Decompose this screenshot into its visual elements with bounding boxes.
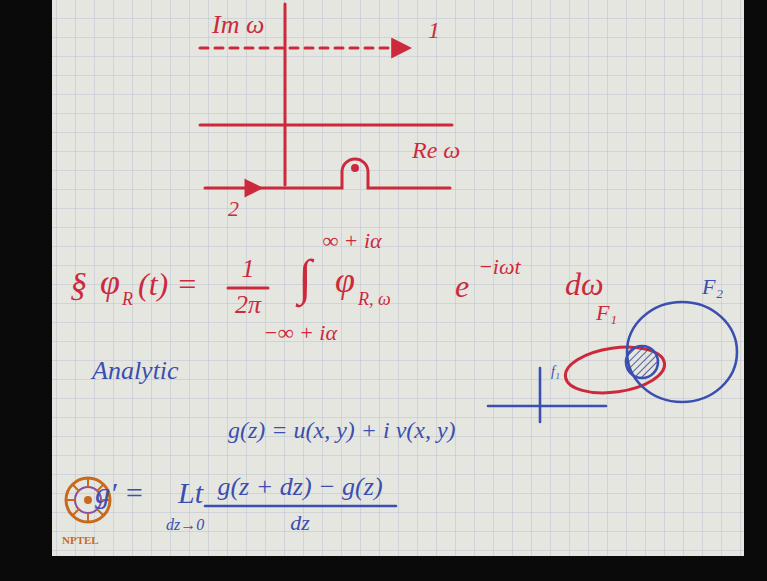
set-f2-outline xyxy=(627,302,737,402)
math-label: Re ω xyxy=(412,137,460,163)
math-label: F₁ xyxy=(596,300,617,325)
math-label: −iωt xyxy=(478,254,521,279)
math-label: dz xyxy=(290,510,310,535)
contour-two xyxy=(205,159,450,188)
math-label: e xyxy=(455,268,469,304)
label-anchor: § xyxy=(70,268,87,302)
math-label: § xyxy=(70,266,87,303)
math-label: f₁ xyxy=(551,364,560,379)
label-anchor: NPTEL xyxy=(62,530,99,548)
label-anchor: dz xyxy=(290,512,310,534)
fraction-bar xyxy=(205,505,396,508)
math-label: g′ = xyxy=(95,476,144,509)
math-label: φ xyxy=(100,262,120,302)
label-anchor: F₂ xyxy=(702,276,723,298)
math-label: Im ω xyxy=(212,10,264,39)
math-label: (t) = xyxy=(138,266,198,302)
math-label: Analytic xyxy=(92,356,179,385)
math-label: g(z + dz) − g(z) xyxy=(217,472,382,501)
math-label: 1 xyxy=(428,17,440,43)
label-anchor: g(z + dz) − g(z) xyxy=(217,474,382,500)
real-axis xyxy=(200,124,452,127)
paper xyxy=(52,0,744,556)
pole-dot xyxy=(353,166,358,171)
set-f1-outline xyxy=(562,341,667,398)
math-label: 1 xyxy=(242,254,255,283)
overlap-hatch xyxy=(626,346,658,378)
label-anchor: g′ = xyxy=(95,478,144,508)
math-label: 2 xyxy=(228,196,239,221)
math-label: ∞ + iα xyxy=(322,228,381,253)
math-label: φ xyxy=(335,260,355,300)
label-anchor: Lt xyxy=(178,478,203,508)
label-anchor: e xyxy=(455,270,469,302)
math-label: 2π xyxy=(235,290,261,319)
label-anchor: Re ω xyxy=(412,138,460,162)
contour-one xyxy=(200,47,408,50)
label-anchor: f₁ xyxy=(551,362,560,380)
label-anchor: R xyxy=(122,290,133,309)
label-anchor: Im ω xyxy=(212,12,264,38)
label-anchor: 1 xyxy=(428,18,440,42)
label-anchor: ∞ + iα xyxy=(322,230,381,252)
math-label: Lt xyxy=(178,476,203,509)
math-label: g(z) = u(x, y) + i v(x, y) xyxy=(228,417,456,443)
math-label: R xyxy=(122,289,133,309)
plane-vertical-axis xyxy=(539,368,542,422)
math-label: R, ω xyxy=(358,289,391,309)
label-anchor: 2π xyxy=(235,292,261,318)
label-anchor: 1 xyxy=(242,256,255,282)
plane-horizontal-axis xyxy=(488,405,606,408)
label-anchor: dz→0 xyxy=(166,516,204,534)
grid xyxy=(52,0,744,556)
math-label: ∫ xyxy=(298,249,312,305)
label-anchor: φ xyxy=(335,262,355,298)
label-anchor: φ xyxy=(100,264,120,300)
label-anchor: F₁ xyxy=(596,302,617,324)
label-anchor: (t) = xyxy=(138,268,198,300)
label-anchor: dω xyxy=(565,268,604,300)
imaginary-axis xyxy=(284,4,287,185)
math-label: dω xyxy=(565,266,604,302)
label-anchor: Analytic xyxy=(92,358,179,384)
logo-text: NPTEL xyxy=(62,534,99,546)
label-anchor: 2 xyxy=(228,198,239,220)
label-anchor: g(z) = u(x, y) + i v(x, y) xyxy=(228,418,456,442)
contour-arrow xyxy=(246,181,260,195)
label-anchor: −∞ + iα xyxy=(263,322,337,344)
math-label: F₂ xyxy=(702,274,723,299)
math-label: −∞ + iα xyxy=(263,320,337,345)
label-anchor: −iωt xyxy=(478,256,521,278)
math-label: dz→0 xyxy=(166,516,204,533)
fraction-bar xyxy=(228,287,268,290)
label-anchor: R, ω xyxy=(358,290,391,309)
label-anchor: ∫ xyxy=(298,252,312,302)
